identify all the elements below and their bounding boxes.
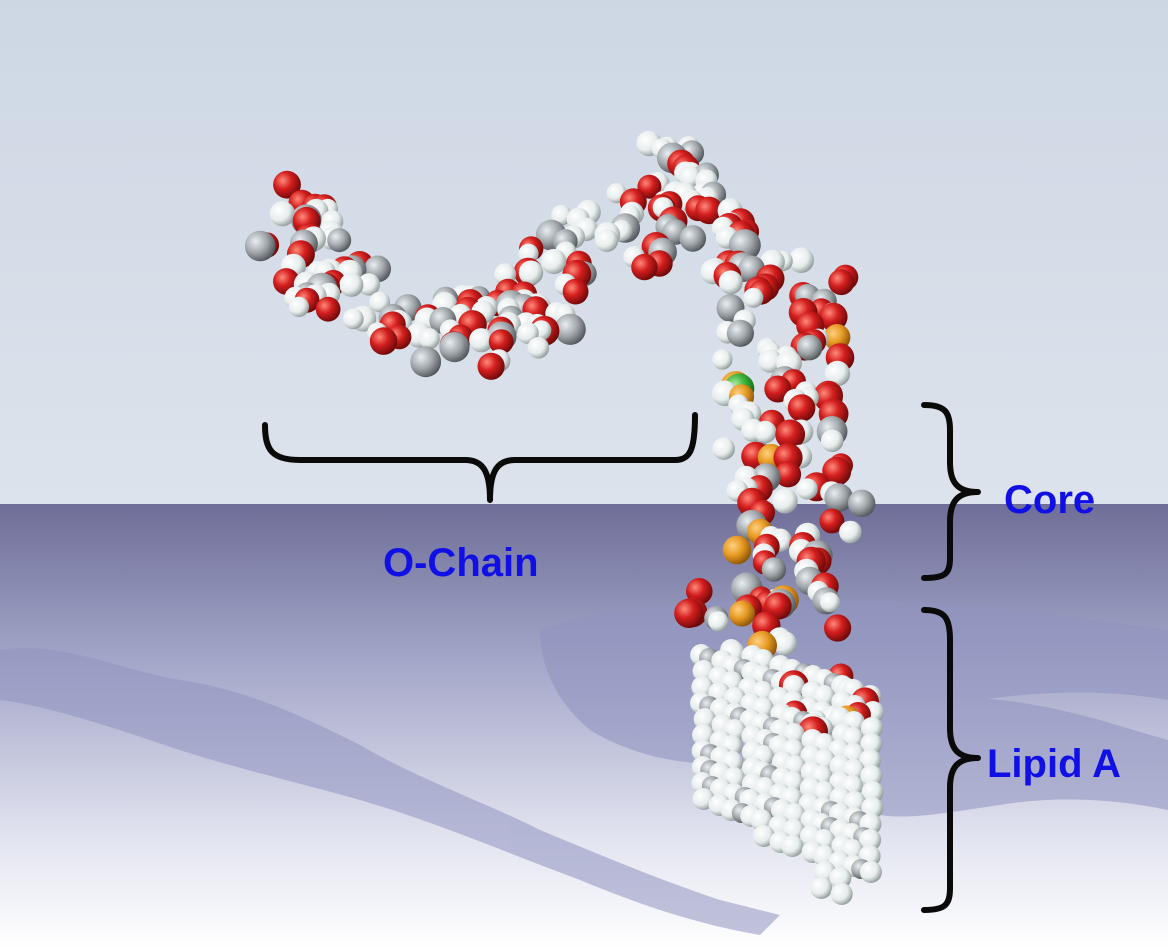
atom (288, 296, 310, 317)
atom (848, 489, 876, 517)
atom (488, 329, 514, 354)
atom (758, 349, 782, 373)
atom (861, 781, 884, 803)
atom (782, 675, 805, 697)
atom (796, 478, 818, 500)
atom (861, 797, 884, 819)
atom (631, 253, 658, 281)
atom (273, 170, 301, 199)
atom (541, 248, 567, 275)
atom (761, 557, 787, 582)
atom (743, 287, 764, 308)
atom (796, 334, 823, 361)
atom (692, 724, 715, 746)
atom (712, 349, 733, 370)
atom (678, 165, 701, 188)
atom (828, 269, 855, 296)
atom (859, 829, 882, 851)
atom (477, 352, 505, 380)
atom (819, 508, 845, 534)
atom (527, 337, 550, 359)
atom (859, 749, 882, 771)
atom (812, 781, 835, 803)
atom (637, 174, 662, 199)
atom (554, 313, 586, 345)
atom (775, 419, 806, 450)
atom (810, 877, 833, 899)
lipid-a-label: Lipid A (987, 742, 1122, 786)
atom (722, 535, 752, 565)
atom (787, 394, 816, 422)
atom (729, 600, 755, 627)
atom (418, 328, 440, 350)
atom (830, 883, 853, 905)
atom (772, 488, 798, 514)
atom (783, 803, 805, 825)
atom (774, 461, 802, 488)
atom (708, 611, 729, 632)
atom (551, 204, 572, 226)
atom (820, 429, 844, 453)
atom (327, 228, 352, 253)
atom (357, 273, 380, 296)
atom (859, 861, 882, 883)
atom (439, 332, 470, 363)
brackets (262, 402, 981, 913)
atom (339, 272, 364, 297)
atom (712, 437, 735, 460)
atom (824, 483, 853, 512)
atom (829, 867, 852, 889)
atom (674, 598, 704, 628)
atom (752, 825, 775, 847)
lipid-a-bracket (921, 607, 981, 913)
o-chain-bracket (262, 412, 698, 503)
atom (860, 765, 883, 787)
atom (781, 835, 804, 857)
core-label: Core (1004, 478, 1096, 522)
atom (369, 327, 398, 355)
molecule-model (244, 130, 884, 905)
o-chain-label: O-Chain (383, 541, 539, 585)
atom (824, 614, 852, 642)
atom (824, 360, 851, 387)
atom (693, 708, 716, 730)
core-bracket (921, 402, 981, 581)
atom (562, 278, 589, 305)
atom (315, 296, 341, 322)
atom (469, 328, 494, 353)
atom (595, 229, 619, 252)
atom (244, 230, 276, 262)
atom (695, 196, 723, 225)
atom (860, 717, 883, 739)
atom (718, 270, 743, 295)
atom (813, 685, 835, 707)
atom (518, 260, 544, 285)
atom (839, 520, 862, 544)
atom (772, 631, 797, 656)
atom (819, 302, 848, 332)
atom (342, 308, 364, 330)
atom (843, 791, 866, 813)
atom (726, 319, 755, 347)
atom (822, 456, 852, 486)
atom (269, 201, 296, 227)
atom (410, 346, 442, 378)
atom (788, 247, 814, 273)
atom (691, 676, 714, 698)
atom (679, 225, 707, 252)
atom (754, 420, 777, 444)
atom (860, 733, 883, 755)
atom (820, 592, 841, 613)
